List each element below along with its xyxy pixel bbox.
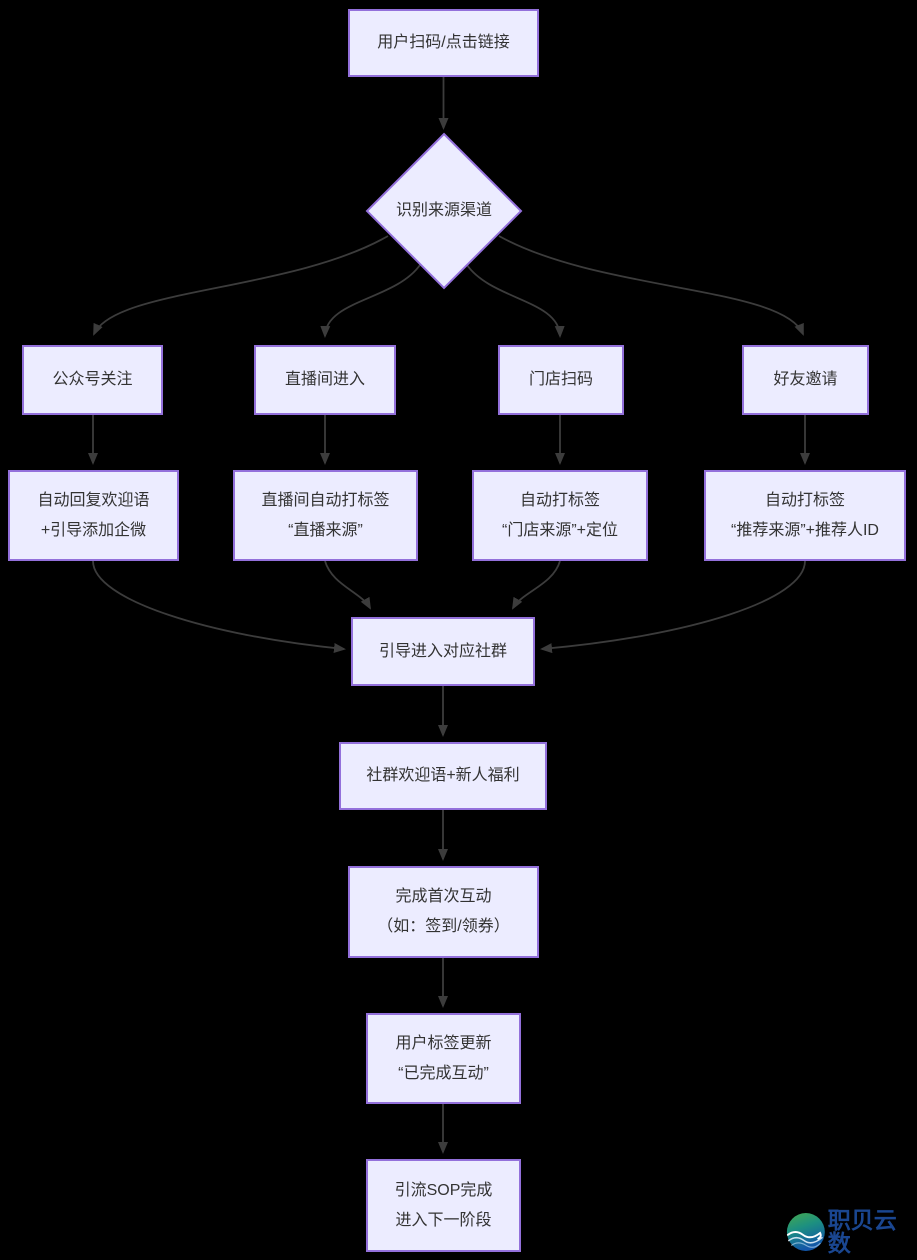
node-label-line: 引流SOP完成 xyxy=(394,1181,493,1199)
node-sop-complete: 引流SOP完成 进入下一阶段 xyxy=(366,1159,521,1252)
node-label-line: 直播间自动打标签 xyxy=(261,491,390,509)
node-first-interaction: 完成首次互动 （如：签到/领券） xyxy=(348,866,539,958)
node-label-line: 引导进入对应社群 xyxy=(378,642,507,660)
node-label-line: （如：签到/领券） xyxy=(377,918,510,935)
brand-logo: 职贝云数 xyxy=(785,1209,917,1255)
node-label-line: 自动打标签 xyxy=(519,491,600,509)
node-label-line: 好友邀请 xyxy=(773,371,838,388)
node-label-line: 社群欢迎语+新人福利 xyxy=(366,767,520,784)
node-label-line: 公众号关注 xyxy=(52,371,133,388)
node-label-line: “门店来源”+定位 xyxy=(501,521,618,539)
node-friend-invite: 好友邀请 xyxy=(742,345,869,415)
node-identify-channel: 识别来源渠道 xyxy=(369,196,519,226)
node-official-account-follow: 公众号关注 xyxy=(22,345,163,415)
node-store-auto-tag: 自动打标签 “门店来源”+定位 xyxy=(472,470,648,561)
decision-diamond-shape xyxy=(365,132,523,290)
node-join-community: 引导进入对应社群 xyxy=(351,617,535,686)
node-label-line: 门店扫码 xyxy=(528,371,593,388)
edge-c2-d xyxy=(324,560,371,610)
node-label-line: +引导添加企微 xyxy=(40,521,147,539)
node-label-line: 自动打标签 xyxy=(764,491,845,509)
node-label-line: 自动回复欢迎语 xyxy=(37,491,150,509)
node-store-scan: 门店扫码 xyxy=(498,345,624,415)
node-label-line: “推荐来源”+推荐人ID xyxy=(730,521,879,539)
node-label-line: 进入下一阶段 xyxy=(395,1211,492,1229)
node-label-line: 完成首次互动 xyxy=(395,888,492,905)
node-community-welcome: 社群欢迎语+新人福利 xyxy=(339,742,547,810)
node-label-line: “已完成互动” xyxy=(398,1064,489,1082)
edge-c3-d xyxy=(512,560,561,610)
edge-c1-d xyxy=(92,560,346,654)
node-user-scan: 用户扫码/点击链接 xyxy=(348,9,539,77)
node-user-tag-update: 用户标签更新 “已完成互动” xyxy=(366,1013,521,1104)
edge-decision-b4 xyxy=(498,235,804,336)
node-referral-auto-tag: 自动打标签 “推荐来源”+推荐人ID xyxy=(704,470,906,561)
node-label-line: 直播间进入 xyxy=(284,371,365,388)
edge-decision-b1 xyxy=(93,235,389,336)
node-livestream-auto-tag: 直播间自动打标签 “直播来源” xyxy=(233,470,418,561)
node-auto-welcome-reply: 自动回复欢迎语 +引导添加企微 xyxy=(8,470,179,561)
brand-logo-text: 职贝云数 xyxy=(827,1207,897,1256)
node-label-line: 用户标签更新 xyxy=(395,1034,492,1052)
node-livestream-entry: 直播间进入 xyxy=(254,345,396,415)
node-label-line: 用户扫码/点击链接 xyxy=(377,34,510,51)
edge-c4-d xyxy=(540,560,806,654)
node-label-line: 识别来源渠道 xyxy=(395,202,492,219)
brand-globe-icon xyxy=(786,1213,825,1251)
edge-decision-b3 xyxy=(466,264,565,338)
node-label-line: “直播来源” xyxy=(288,521,363,539)
edge-decision-b2 xyxy=(320,264,421,338)
